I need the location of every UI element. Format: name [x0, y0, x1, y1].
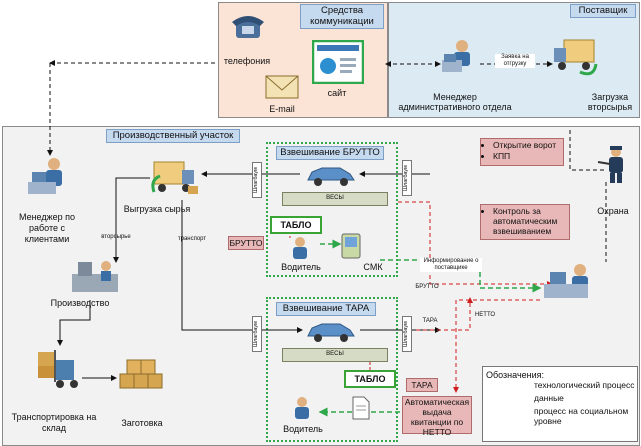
legend-title: Обозначения:	[486, 370, 545, 380]
loading-truck-icon	[554, 39, 598, 76]
production-icon	[72, 261, 118, 292]
tablo-brutto: ТАБЛО	[270, 216, 322, 234]
brutto-arrow-label: БРУТТО	[415, 284, 439, 290]
receipt-box: Автоматическая выдача квитанции по НЕТТО	[402, 396, 472, 437]
client-manager-icon	[28, 158, 62, 194]
boxes-icon	[119, 359, 163, 389]
legend-box	[482, 366, 638, 442]
phone-label: телефония	[223, 56, 271, 66]
driver-brutto-icon	[293, 237, 307, 259]
transport-label: транспорт	[177, 236, 207, 242]
legend-item-social: процесс на социальном уровне	[534, 406, 629, 426]
recycled-label: вторсырье	[101, 234, 131, 240]
tara-tag: ТАРА	[406, 378, 438, 392]
tara-arrow-label: ТАРА	[422, 318, 438, 324]
tara-title: Взвешивание ТАРА	[276, 302, 376, 316]
tara-zone	[266, 297, 398, 442]
telephone-icon	[232, 16, 264, 38]
smk-icon	[341, 233, 361, 259]
admin-manager-icon	[442, 40, 470, 72]
car-tara-icon	[307, 323, 355, 342]
receipt-doc-icon	[352, 396, 370, 420]
control-operator-icon	[544, 264, 588, 298]
gate-item-kpp: КПП	[493, 151, 563, 161]
driver-brutto-label: Водитель	[281, 262, 321, 272]
barrier-tara-left: Шлагбаум	[252, 316, 262, 352]
guard-icon	[597, 146, 623, 183]
gate-item-open: Открытие ворот	[493, 140, 563, 150]
smk-label: СМК	[363, 262, 383, 272]
scales-tara-label: ВЕСЫ	[326, 351, 344, 357]
barrier-brutto-right: Шлагбаум	[402, 160, 412, 196]
tablo-tara: ТАБЛО	[344, 370, 396, 388]
production-label: Производство	[50, 298, 110, 308]
production-title: Производственный участок	[106, 129, 240, 143]
legend-item-data: данные	[534, 393, 564, 403]
client-manager-label: Менеджер по работе с клиентами	[18, 212, 76, 244]
site-label: сайт	[327, 88, 347, 98]
loading-label: Загрузка вторсырья	[587, 92, 633, 112]
supplier-title: Поставщик	[570, 4, 636, 18]
scales-tara	[282, 348, 388, 362]
barrier-tara-right: Шлагбаум	[402, 316, 412, 352]
order-request-label: Заявка на отгрузку	[495, 54, 535, 68]
informing-label: Информирование о поставщике	[420, 258, 482, 272]
brutto-title: Взвешивание БРУТТО	[276, 146, 384, 160]
legend-item-tech: технологический процесс	[534, 380, 635, 390]
comms-title: Средства коммуникации	[300, 4, 384, 29]
gate-box: Открытие ворот КПП	[480, 138, 564, 166]
forklift-icon	[38, 350, 78, 388]
netto-arrow-label: НЕТТО	[474, 312, 496, 318]
control-box: Контроль за автоматическим взвешиванием	[480, 204, 570, 240]
scales-brutto	[282, 192, 388, 206]
email-icon	[265, 75, 299, 99]
driver-tara-label: Водитель	[283, 424, 323, 434]
email-label: E-mail	[269, 104, 295, 114]
barrier-brutto-left: Шлагбаум	[252, 162, 262, 198]
car-brutto-icon	[307, 167, 355, 186]
blank-label: Заготовка	[121, 418, 163, 428]
website-icon	[312, 40, 364, 84]
brutto-tag: БРУТТО	[228, 236, 264, 250]
unloading-label: Выгрузка сырья	[123, 204, 191, 214]
unloading-truck-icon	[151, 161, 198, 194]
scales-brutto-label: ВЕСЫ	[326, 195, 344, 201]
guard-label: Охрана	[597, 206, 629, 216]
driver-tara-icon	[295, 397, 309, 419]
admin-manager-label: Менеджер административного отдела	[398, 92, 512, 112]
control-text: Контроль за автоматическим взвешиванием	[493, 206, 569, 236]
transport-stock-label: Транспортировка на склад	[11, 412, 97, 433]
brutto-zone	[266, 142, 398, 277]
